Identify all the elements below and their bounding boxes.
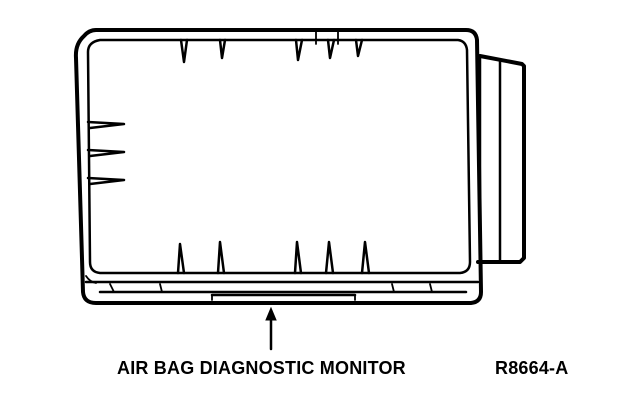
callout-label: AIR BAG DIAGNOSTIC MONITOR [117,358,406,378]
callout-arrow [265,306,277,351]
figure-reference-code: R8664-A [495,358,569,378]
module-housing [73,28,483,305]
bottom-latch-tabs [176,240,371,275]
left-latch-tabs [86,120,126,186]
electrical-connector [476,54,526,264]
top-latch-tabs [179,29,364,64]
